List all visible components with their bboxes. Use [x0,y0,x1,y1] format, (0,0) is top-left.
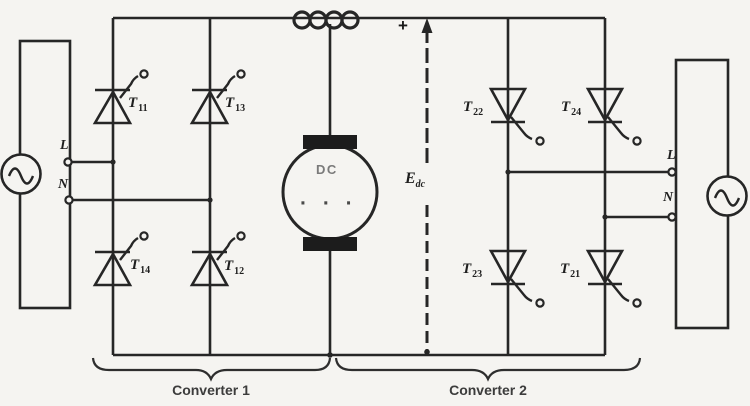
t11-sub: 11 [138,103,148,114]
motor-brush-top [303,135,357,149]
t12-base: T [224,258,234,274]
converter1-caption: Converter 1 [172,382,250,398]
brace-converter2 [334,357,642,382]
thyristor-label-t23: T23 [462,262,482,280]
left-neutral-terminal [64,195,74,205]
t13-sub: 13 [235,103,246,114]
thyristor-label-t11: T11 [128,96,148,114]
thyristor-label-t14: T14 [130,258,150,276]
thyristor-t23 [489,249,545,308]
edc-base: E [405,170,416,187]
braces [91,357,642,382]
right-line-terminal [667,167,677,177]
t22-sub: 22 [473,107,484,118]
smoothing-inductor-icon [292,10,360,30]
right-neutral-label: N [663,190,674,205]
thyristor-t24 [586,87,642,146]
right-line-label: L [667,148,676,163]
t21-sub: 21 [570,269,581,280]
right-neutral-terminal [667,212,677,222]
brace-converter1 [91,357,332,382]
t14-base: T [130,257,140,273]
t24-sub: 24 [571,107,582,118]
thyristor-label-t13: T13 [225,96,245,114]
dc-polarity-plus: + [398,16,408,35]
thyristor-label-t24: T24 [561,100,581,118]
converter2-caption: Converter 2 [449,382,527,398]
motor-brush-dots: · · · [300,192,358,215]
edc-arrow [421,18,433,352]
left-line-terminal [63,157,73,167]
arrowhead-up-icon [421,18,433,33]
t21-base: T [560,261,570,277]
edc-label: Edc [405,171,425,190]
thyristor-label-t21: T21 [560,262,580,280]
t23-sub: 23 [472,269,483,280]
right-ac-source-icon [706,175,748,217]
motor-brush-bottom [303,237,357,251]
t14-sub: 14 [140,265,151,276]
t13-base: T [225,95,235,111]
thyristor-label-t12: T12 [224,259,244,277]
left-line-label: L [60,138,69,153]
t12-sub: 12 [234,266,245,277]
edc-sub: dc [415,179,426,190]
dc-motor-symbol [281,135,379,251]
left-ac-source-icon [0,153,42,195]
t22-base: T [463,99,473,115]
thyristor-t22 [489,87,545,146]
t24-base: T [561,99,571,115]
thyristor-label-t22: T22 [463,100,483,118]
left-neutral-label: N [58,177,69,192]
terminals [63,157,677,222]
t23-base: T [462,261,472,277]
thyristor-t21 [586,249,642,308]
motor-dc-label: DC [316,162,338,177]
junction-dots [110,159,608,358]
t11-base: T [128,95,138,111]
